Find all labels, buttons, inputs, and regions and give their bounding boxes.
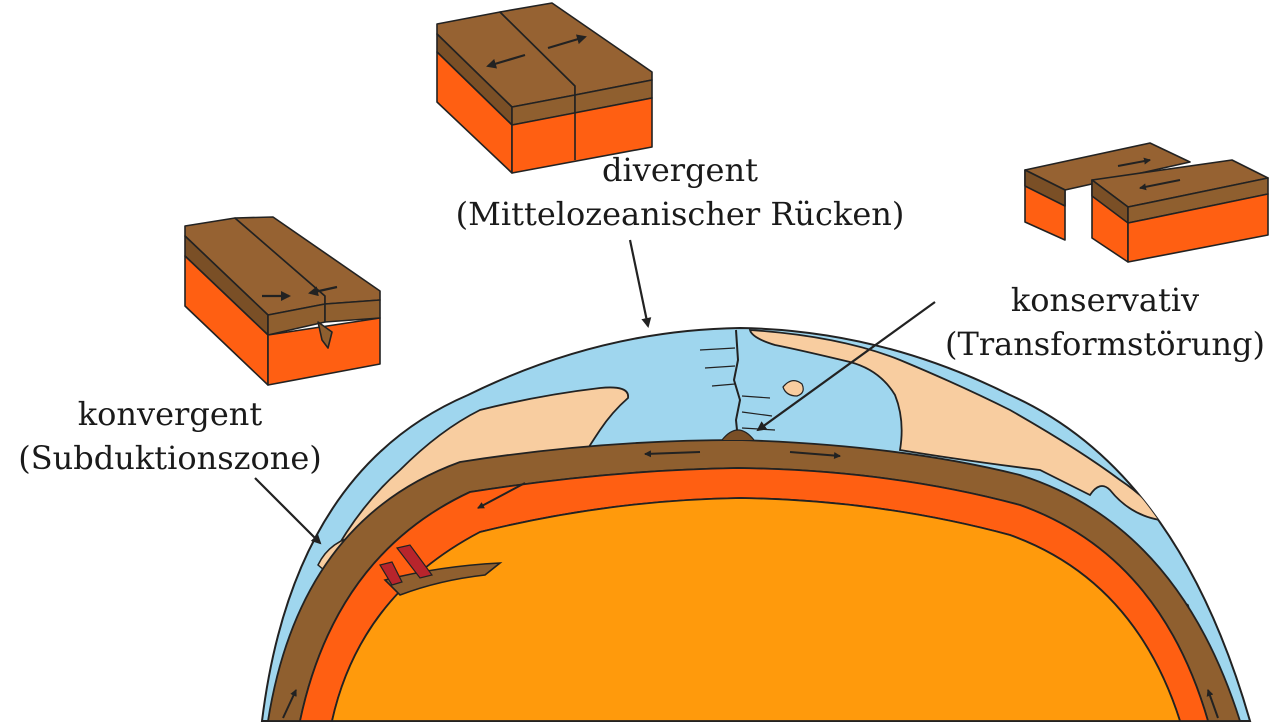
ridge-trough	[721, 429, 755, 441]
convergent-arrow-right	[308, 285, 338, 297]
label-divergent-type: divergent	[602, 151, 758, 189]
plate-motion-arrow-bottom-left	[282, 689, 297, 719]
label-konvergent: konvergent (Subduktionszone)	[0, 392, 340, 480]
divergent-arrow-right	[547, 34, 587, 50]
block-convergent	[184, 216, 381, 386]
block-divergent	[436, 2, 653, 174]
label-konservativ-type: konservativ	[1010, 281, 1200, 319]
label-konservativ-name: (Transformstörung)	[944, 325, 1265, 363]
pointer-arrow-divergent	[628, 239, 652, 328]
conservative-arrow-bottom	[1139, 179, 1181, 191]
plate-motion-arrow-right	[789, 451, 841, 460]
pointer-arrow-konvergent	[254, 477, 322, 545]
label-konservativ: konservativ (Transformstörung)	[930, 278, 1280, 366]
label-konvergent-name: (Subduktionszone)	[18, 439, 322, 477]
plate-motion-arrow-bottom-right	[1206, 689, 1219, 719]
mid-ocean-ridge	[732, 329, 742, 441]
plate-motion-arrow-left	[644, 450, 701, 458]
label-divergent: divergent (Mittelozeanischer Rücken)	[430, 148, 930, 236]
label-divergent-name: (Mittelozeanischer Rücken)	[455, 195, 905, 233]
plate-motion-arrow-subduction	[477, 482, 526, 509]
block-conservative	[1024, 142, 1269, 263]
label-konvergent-type: konvergent	[77, 395, 263, 433]
conservative-arrow-top	[1117, 157, 1151, 167]
earth-cross-section	[260, 326, 1252, 722]
continent-right	[748, 329, 1162, 522]
divergent-arrow-left	[486, 53, 526, 69]
ridge-fractures	[699, 347, 776, 431]
magma-conduit-1	[395, 544, 434, 579]
pointer-arrow-konservativ	[756, 301, 936, 432]
island-ridge	[782, 380, 804, 397]
magma-conduit-2	[379, 561, 403, 586]
